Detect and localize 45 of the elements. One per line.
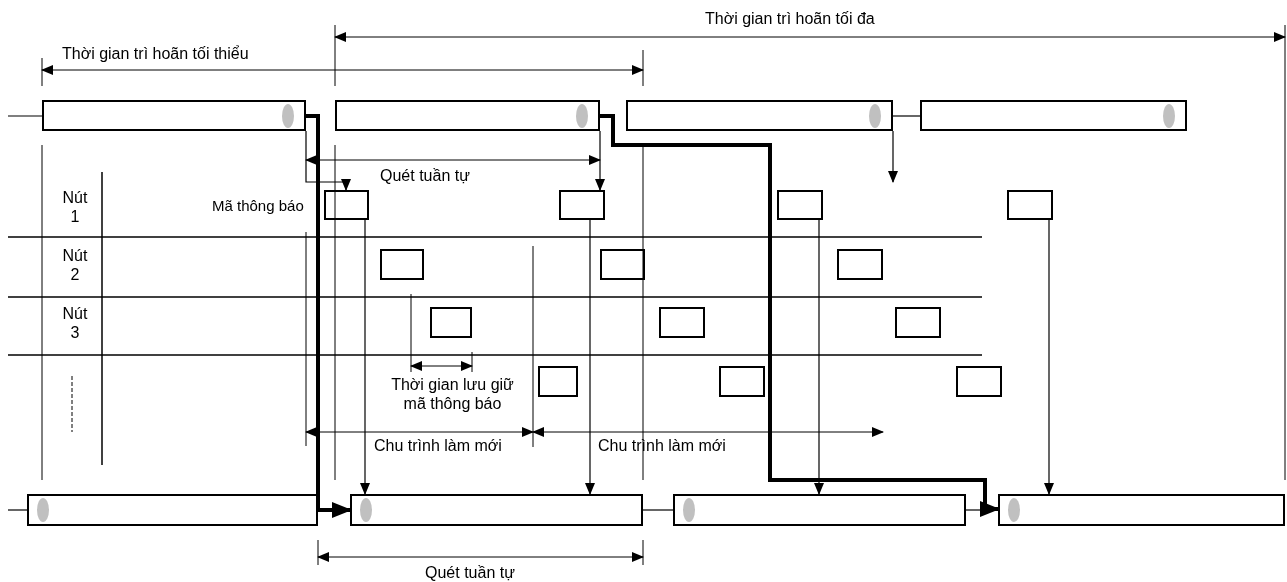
frame-bar <box>626 100 893 131</box>
message-box <box>895 307 941 338</box>
message-box <box>956 366 1002 397</box>
row-label: Nút 1 <box>61 188 89 227</box>
frame-bar <box>920 100 1187 131</box>
dimension-label: Thời gian trì hoãn tối đa <box>705 9 875 29</box>
message-box <box>324 190 369 220</box>
frame-bar <box>998 494 1285 526</box>
row-label: Nút 2 <box>61 246 89 285</box>
frame-bar <box>42 100 306 131</box>
arrow <box>814 219 824 495</box>
message-box <box>659 307 705 338</box>
arrow <box>888 130 898 183</box>
row-label: Nút 3 <box>61 304 89 343</box>
arrow <box>360 219 370 495</box>
message-box <box>600 249 645 280</box>
arrow <box>306 114 352 518</box>
dimension-label: Chu trình làm mới <box>374 436 502 456</box>
frame-bar <box>350 494 643 526</box>
message-box <box>837 249 883 280</box>
bus-line <box>7 509 28 511</box>
frame-bar <box>27 494 318 526</box>
annotation: Mã thông báo <box>212 197 304 215</box>
dimension-label: Thời gian trì hoãn tối thiểu <box>62 44 249 64</box>
message-box <box>380 249 424 280</box>
arrow <box>305 130 351 191</box>
bus-line <box>642 509 674 511</box>
bus-line <box>892 115 921 117</box>
frame-bar <box>673 494 966 526</box>
arrow <box>595 130 605 191</box>
arrow <box>585 219 595 495</box>
arrow <box>600 114 1000 517</box>
dimension-label: Thời gian lưu giữ mã thông báo <box>390 375 515 414</box>
message-box <box>1007 190 1053 220</box>
dimension-label: Quét tuần tự <box>380 166 470 186</box>
dimension-label: Chu trình làm mới <box>598 436 726 456</box>
message-box <box>777 190 823 220</box>
bus-line <box>7 115 43 117</box>
arrow <box>1044 219 1054 495</box>
dimension-label: Quét tuần tự <box>425 563 515 582</box>
frame-bar <box>335 100 600 131</box>
message-box <box>719 366 765 397</box>
message-box <box>559 190 605 220</box>
message-box <box>430 307 472 338</box>
message-box <box>538 366 578 397</box>
